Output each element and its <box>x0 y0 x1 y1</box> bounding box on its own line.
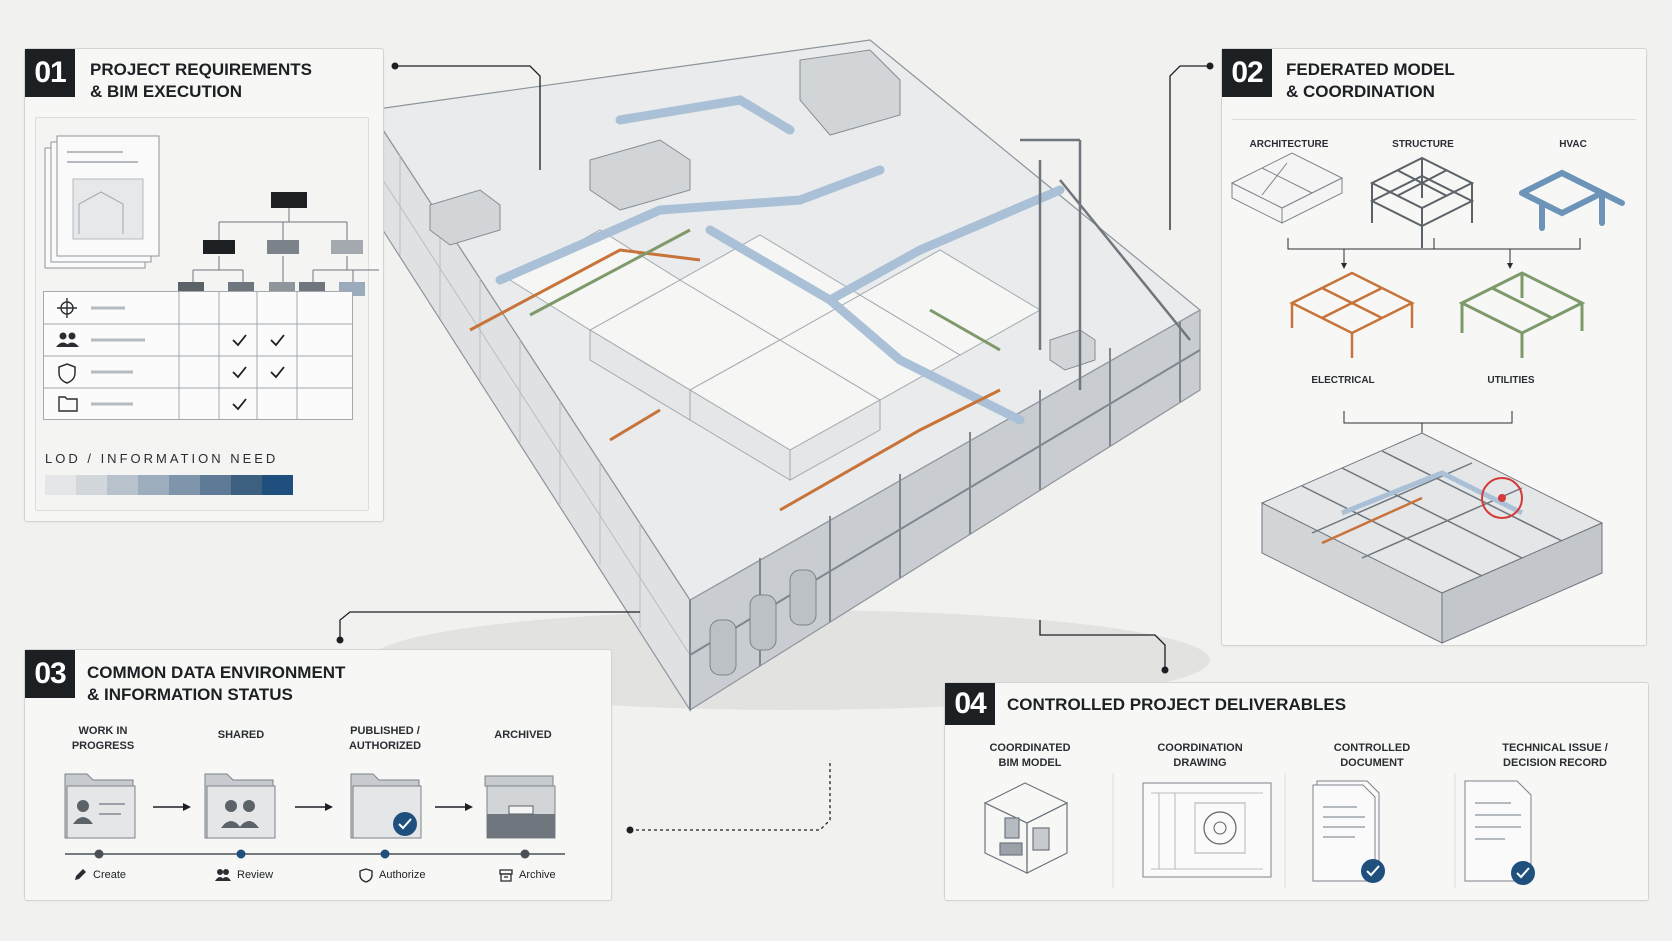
architecture-model <box>1230 152 1344 224</box>
check-badge-icon <box>1511 861 1535 885</box>
action-create: Create <box>73 868 126 882</box>
coordination-drawing-icon <box>1142 782 1272 878</box>
controlled-document-icon <box>1312 780 1385 883</box>
discipline-models-diagram <box>1230 152 1625 644</box>
action-authorize: Authorize <box>359 868 426 883</box>
bim-model-cube-icon <box>983 782 1069 874</box>
folder-archived-icon <box>484 775 556 839</box>
action-label: Create <box>93 869 127 881</box>
shield-icon <box>58 363 76 384</box>
clash-marker-icon <box>1481 477 1523 519</box>
structure-model <box>1369 156 1475 248</box>
action-label: Archive <box>519 869 556 881</box>
action-label: Review <box>237 869 274 881</box>
action-archive: Archive <box>499 868 556 882</box>
label-structure: STRUCTURE <box>1392 139 1454 150</box>
lod-label: LOD / INFORMATION NEED <box>45 451 279 466</box>
requirements-matrix <box>43 291 353 420</box>
stage-label-published: PUBLISHED / AUTHORIZED <box>348 725 422 752</box>
hvac-model <box>1519 169 1625 231</box>
title-divider <box>1232 119 1636 120</box>
federated-model <box>1260 432 1604 644</box>
label-architecture: ARCHITECTURE <box>1249 139 1329 150</box>
panel-federated-model: 02 FEDERATED MODEL & COORDINATION ARCHIT… <box>1221 48 1647 646</box>
panel-number: 04 <box>945 683 995 725</box>
requirements-documents-diagram <box>44 135 379 296</box>
check-icon <box>232 334 285 411</box>
check-badge-icon <box>393 812 417 836</box>
stage-label-archived: ARCHIVED <box>494 729 552 741</box>
org-chart-diagram <box>178 192 379 296</box>
building-cutaway-illustration <box>368 39 1210 713</box>
folder-published-icon <box>350 773 422 839</box>
panel-number: 01 <box>25 49 75 97</box>
deliverable-label-bim-model: COORDINATED BIM MODEL <box>989 742 1071 769</box>
label-electrical: ELECTRICAL <box>1311 375 1375 386</box>
folder-wip-icon <box>64 773 136 839</box>
stage-label-wip: WORK IN PROGRESS <box>71 725 135 752</box>
folder-icon <box>58 396 78 412</box>
archive-box-icon <box>499 869 513 882</box>
panel-controlled-deliverables: 04 CONTROLLED PROJECT DELIVERABLES COORD… <box>944 682 1649 901</box>
utilities-model <box>1458 271 1586 358</box>
shield-icon <box>359 868 373 883</box>
deliverable-label-document: CONTROLLED DOCUMENT <box>1333 742 1411 769</box>
label-utilities: UTILITIES <box>1487 375 1535 386</box>
action-review: Review <box>215 868 273 882</box>
deliverable-label-drawing: COORDINATION DRAWING <box>1157 742 1243 769</box>
deliverable-label-issue-record: TECHNICAL ISSUE / DECISION RECORD <box>1502 742 1608 769</box>
users-icon <box>215 869 231 881</box>
panel-number: 03 <box>25 650 75 698</box>
check-badge-icon <box>1361 859 1385 883</box>
arrow-icon <box>153 803 473 811</box>
lod-scale-bar <box>45 475 293 495</box>
panel-title: PROJECT REQUIREMENTS & BIM EXECUTION <box>90 60 312 101</box>
panel-title: FEDERATED MODEL & COORDINATION <box>1286 60 1455 101</box>
target-icon <box>57 298 77 318</box>
action-label: Authorize <box>379 869 426 881</box>
deliverables-diagram <box>983 773 1535 888</box>
panel-number: 02 <box>1222 49 1272 97</box>
folder-shared-icon <box>204 773 276 839</box>
pencil-icon <box>75 869 86 880</box>
users-icon <box>56 332 79 347</box>
panel-project-requirements: 01 PROJECT REQUIREMENTS & BIM EXECUTION <box>24 48 384 522</box>
electrical-model <box>1289 271 1415 358</box>
stage-label-shared: SHARED <box>217 729 265 741</box>
cde-workflow-diagram <box>64 773 565 859</box>
panel-title: CONTROLLED PROJECT DELIVERABLES <box>1007 695 1347 714</box>
label-hvac: HVAC <box>1559 139 1587 150</box>
panel-title: COMMON DATA ENVIRONMENT & INFORMATION ST… <box>87 663 346 704</box>
panel-common-data-environment: 03 COMMON DATA ENVIRONMENT & INFORMATION… <box>24 649 612 901</box>
decision-record-icon <box>1464 780 1535 885</box>
